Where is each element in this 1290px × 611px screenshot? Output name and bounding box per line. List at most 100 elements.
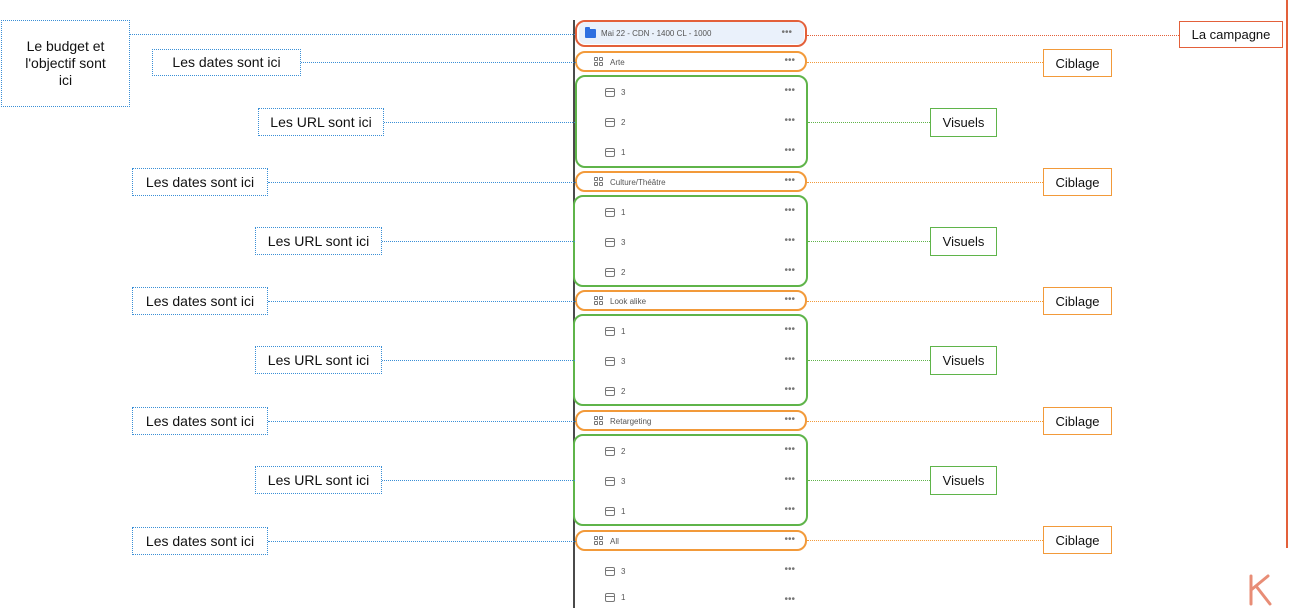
visuals-connector — [808, 241, 930, 242]
targeting-frame — [575, 51, 807, 72]
more-icon[interactable]: ••• — [784, 354, 795, 365]
urls-note: Les URL sont ici — [255, 346, 382, 374]
more-icon[interactable]: ••• — [784, 444, 795, 455]
more-icon[interactable]: ••• — [784, 145, 795, 156]
group-row-all[interactable]: All ••• — [593, 526, 803, 556]
budget-connector — [130, 34, 575, 35]
document-icon — [604, 445, 616, 457]
document-icon — [604, 116, 616, 128]
targeting-connector — [807, 301, 1043, 302]
visuals-label: Visuels — [930, 108, 997, 137]
dates-note: Les dates sont ici — [132, 527, 268, 555]
visual-row[interactable]: 1 ••• — [604, 137, 803, 167]
visual-row[interactable]: 3 ••• — [604, 466, 803, 496]
document-icon — [604, 355, 616, 367]
visual-name: 3 — [621, 476, 626, 486]
targeting-connector — [807, 62, 1043, 63]
visual-row[interactable]: 2 ••• — [604, 107, 803, 137]
urls-connector — [382, 480, 575, 481]
visuals-connector — [808, 360, 930, 361]
group-row-arte[interactable]: Arte ••• — [593, 47, 803, 77]
dates-connector — [268, 421, 576, 422]
more-icon[interactable]: ••• — [784, 85, 795, 96]
more-icon[interactable]: ••• — [784, 55, 795, 66]
dates-connector — [268, 301, 576, 302]
more-icon[interactable]: ••• — [784, 175, 795, 186]
document-icon — [604, 591, 616, 603]
group-name: Look alike — [610, 296, 647, 306]
more-icon[interactable]: ••• — [784, 384, 795, 395]
more-icon[interactable]: ••• — [784, 265, 795, 276]
visuals-label: Visuels — [930, 346, 997, 375]
grid-icon — [593, 176, 605, 188]
targeting-connector — [807, 421, 1043, 422]
group-row-culture[interactable]: Culture/Théâtre ••• — [593, 167, 803, 197]
visual-row[interactable]: 1 ••• — [604, 316, 803, 346]
targeting-label: Ciblage — [1043, 168, 1112, 196]
targeting-label: Ciblage — [1043, 287, 1112, 315]
campaign-row[interactable]: Mai 22 - CDN - 1400 CL - 1000 ••• — [579, 22, 804, 44]
urls-note: Les URL sont ici — [258, 108, 384, 136]
visual-row[interactable]: 1 ••• — [604, 496, 803, 526]
visual-row[interactable]: 2 ••• — [604, 376, 803, 406]
document-icon — [604, 475, 616, 487]
visual-row[interactable]: 3 ••• — [604, 346, 803, 376]
visual-name: 2 — [621, 117, 626, 127]
more-icon[interactable]: ••• — [784, 294, 795, 305]
visual-row[interactable]: 3 ••• — [604, 556, 803, 586]
visual-row[interactable]: 1 ••• — [604, 197, 803, 227]
more-icon[interactable]: ••• — [784, 205, 795, 216]
dates-connector — [268, 182, 576, 183]
visual-name: 1 — [621, 326, 626, 336]
targeting-frame — [575, 290, 807, 311]
visual-row[interactable]: 2 ••• — [604, 257, 803, 287]
tree-axis-line — [573, 20, 575, 608]
dates-note: Les dates sont ici — [152, 49, 301, 76]
urls-connector — [382, 241, 575, 242]
document-icon — [604, 565, 616, 577]
more-icon[interactable]: ••• — [784, 474, 795, 485]
more-icon[interactable]: ••• — [784, 324, 795, 335]
more-icon[interactable]: ••• — [784, 414, 795, 425]
visual-name: 1 — [621, 592, 626, 602]
visual-name: 2 — [621, 267, 626, 277]
visuals-connector — [808, 480, 930, 481]
visual-row[interactable]: 2 ••• — [604, 436, 803, 466]
group-name: Arte — [610, 57, 625, 67]
dates-note: Les dates sont ici — [132, 287, 268, 315]
more-icon[interactable]: ••• — [784, 534, 795, 545]
dates-note: Les dates sont ici — [132, 407, 268, 435]
visual-name: 2 — [621, 446, 626, 456]
group-row-lookalike[interactable]: Look alike ••• — [593, 286, 803, 316]
urls-connector — [384, 122, 575, 123]
more-icon[interactable]: ••• — [784, 115, 795, 126]
urls-connector — [382, 360, 575, 361]
visual-row[interactable]: 3 ••• — [604, 77, 803, 107]
more-icon[interactable]: ••• — [781, 27, 792, 38]
visuals-connector — [808, 122, 930, 123]
visuals-frame — [575, 75, 808, 168]
budget-goal-note: Le budget et l'objectif sont ici — [1, 20, 130, 107]
targeting-connector — [807, 182, 1043, 183]
dates-note: Les dates sont ici — [132, 168, 268, 196]
visuals-label: Visuels — [930, 227, 997, 256]
campaign-name: Mai 22 - CDN - 1400 CL - 1000 — [601, 28, 712, 38]
group-row-retargeting[interactable]: Retargeting ••• — [593, 406, 803, 436]
more-icon[interactable]: ••• — [784, 235, 795, 246]
more-icon[interactable]: ••• — [784, 504, 795, 515]
visual-row[interactable]: 1 ••• — [604, 586, 803, 608]
group-name: All — [610, 536, 619, 546]
document-icon — [604, 325, 616, 337]
visual-row[interactable]: 3 ••• — [604, 227, 803, 257]
more-icon[interactable]: ••• — [784, 594, 795, 605]
campaign-label: La campagne — [1179, 21, 1283, 48]
folder-icon — [584, 26, 596, 39]
grid-icon — [593, 535, 605, 547]
dates-connector — [301, 62, 576, 63]
targeting-label: Ciblage — [1043, 526, 1112, 554]
dates-connector — [268, 541, 576, 542]
more-icon[interactable]: ••• — [784, 564, 795, 575]
urls-note: Les URL sont ici — [255, 466, 382, 494]
group-name: Culture/Théâtre — [610, 177, 666, 187]
document-icon — [604, 505, 616, 517]
